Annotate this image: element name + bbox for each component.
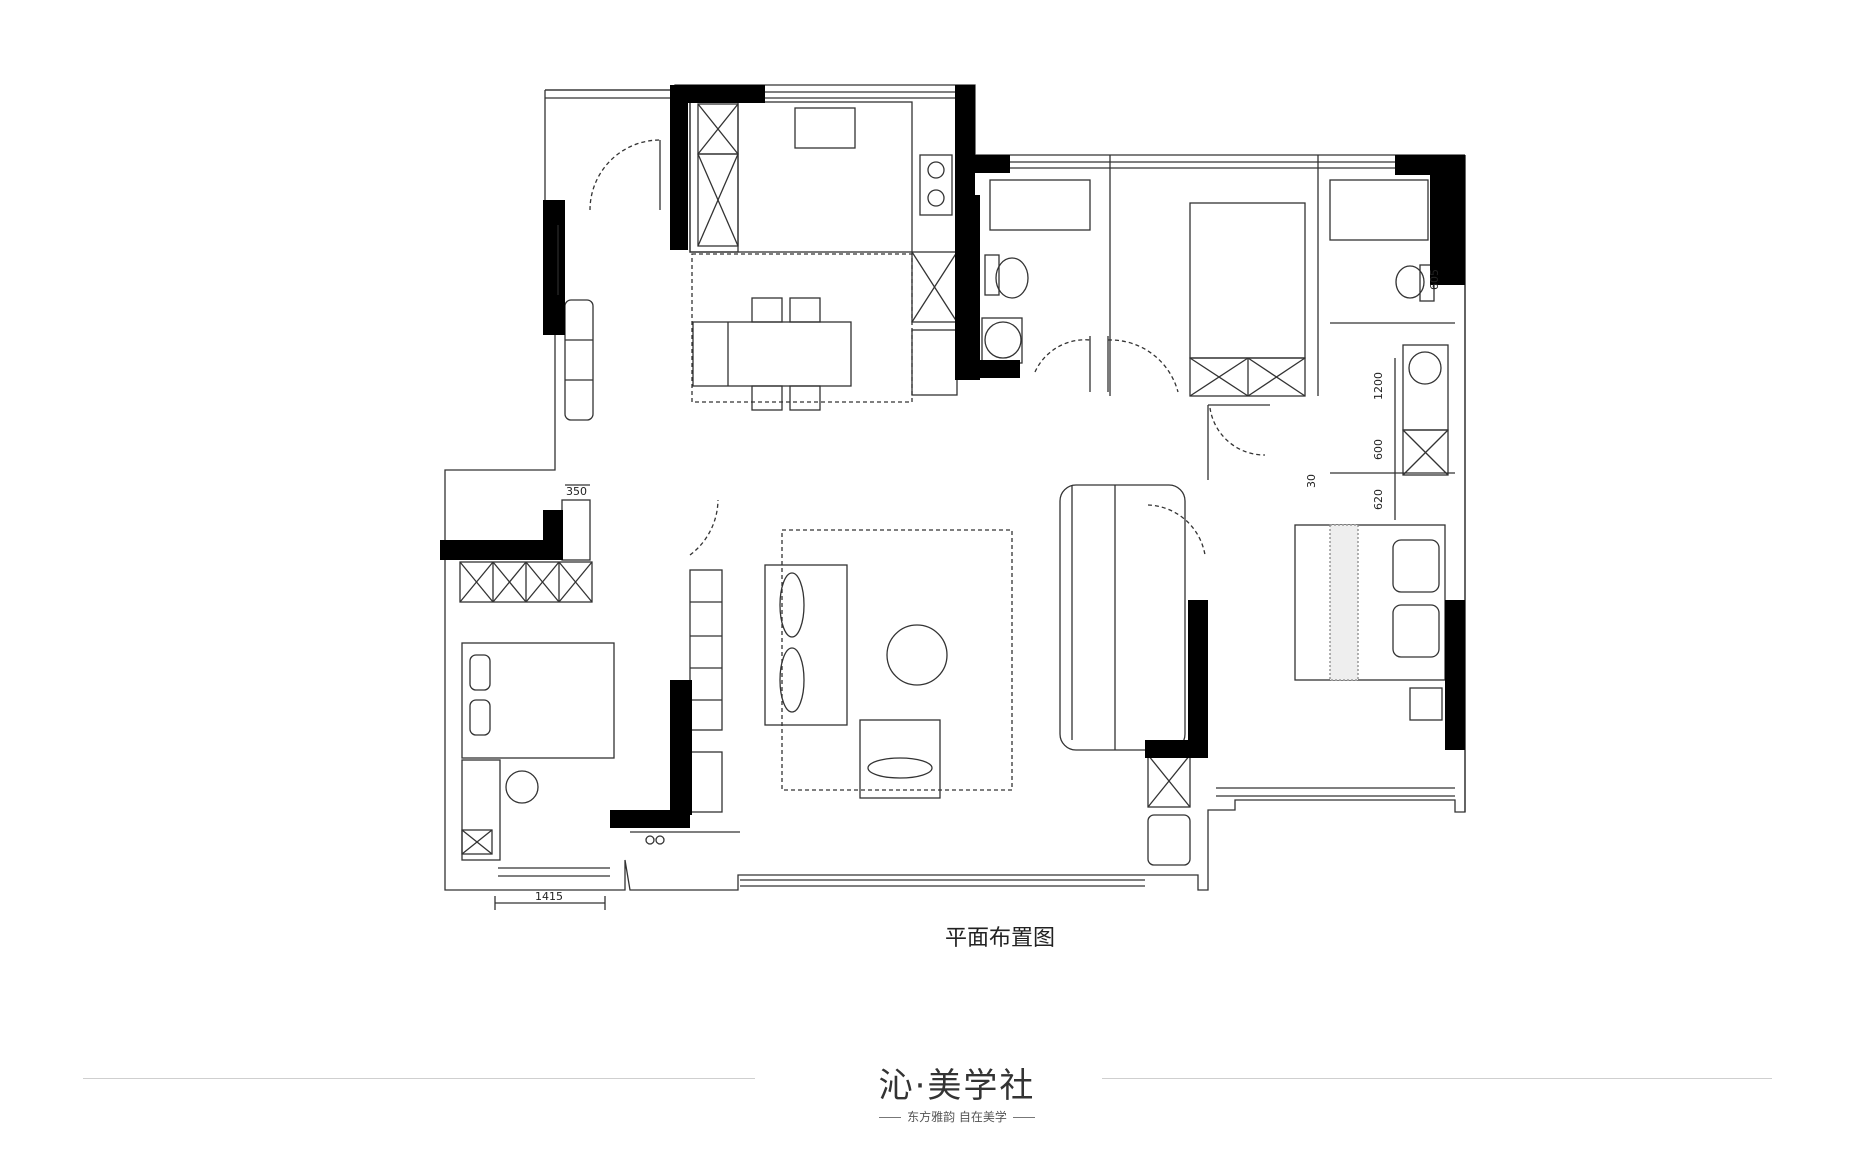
bench-seat bbox=[564, 299, 594, 421]
outer-wall-outline bbox=[444, 90, 1466, 891]
wall-segment bbox=[440, 540, 562, 560]
basin-1 bbox=[984, 321, 1022, 359]
dimension-605: 605 bbox=[1428, 269, 1441, 290]
armchair bbox=[859, 719, 941, 799]
wardrobe-left-top bbox=[459, 561, 593, 603]
dimension-1200: 1200 bbox=[1372, 372, 1385, 400]
toilet-1 bbox=[995, 257, 1029, 299]
footer-rule-right bbox=[1102, 1078, 1772, 1079]
wall-segment bbox=[670, 85, 765, 103]
coffee-table bbox=[886, 624, 948, 686]
sofa bbox=[764, 564, 848, 726]
dimension-600: 600 bbox=[1372, 439, 1385, 460]
kitchen-sink bbox=[794, 107, 856, 149]
wall-segment bbox=[955, 360, 1020, 378]
wall-segment bbox=[1445, 600, 1465, 750]
kitchen-counter-top bbox=[689, 101, 913, 253]
wall-segment bbox=[670, 755, 692, 815]
living-rug bbox=[781, 529, 1013, 791]
dimension-30: 30 bbox=[1305, 474, 1318, 488]
dining-area bbox=[691, 253, 913, 403]
dimension-620: 620 bbox=[1372, 489, 1385, 510]
basin-2 bbox=[1408, 351, 1442, 385]
brand-slogan: 东方雅韵 自在美学 bbox=[862, 1108, 1052, 1125]
round-side-table bbox=[505, 770, 539, 804]
wall-segment bbox=[670, 85, 688, 250]
bathroom-1-shower bbox=[989, 179, 1091, 231]
wall-segment bbox=[1430, 155, 1465, 285]
bathroom-2-shower bbox=[1329, 179, 1429, 241]
wall-segment bbox=[955, 155, 1010, 173]
wall-segment bbox=[543, 200, 565, 335]
dimension-1415: 1415 bbox=[535, 890, 563, 903]
wall-segment bbox=[955, 195, 980, 380]
brand-logo: 沁·美学社 bbox=[878, 1066, 1036, 1106]
wall-segment bbox=[955, 85, 975, 195]
footer-rule-left bbox=[83, 1078, 755, 1079]
drawing-caption: 平面布置图 bbox=[944, 926, 1055, 951]
master-bed bbox=[1189, 202, 1306, 359]
bedroom-left-bed bbox=[461, 642, 615, 759]
dining-table bbox=[692, 321, 852, 387]
wall-segment bbox=[1188, 600, 1208, 750]
toilet-2 bbox=[1395, 265, 1425, 299]
living-cabinet bbox=[1059, 484, 1186, 751]
kitchen-stove bbox=[919, 154, 953, 216]
dimension-350: 350 bbox=[566, 485, 587, 498]
wall-segment bbox=[1395, 155, 1435, 175]
